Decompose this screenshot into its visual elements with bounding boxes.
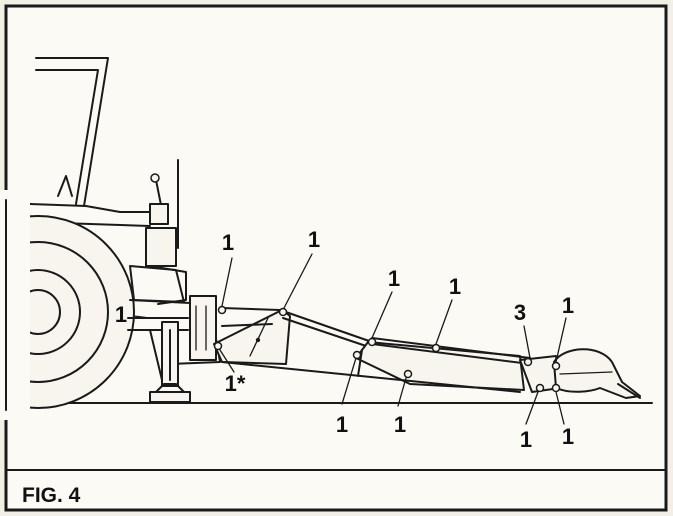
caption-box: FIG. 4 [5,469,667,507]
callout-label: 3 [514,300,526,325]
grease-point [367,337,377,347]
bucket [519,348,641,399]
grease-point [523,357,533,367]
callout-label: 1 [388,266,400,291]
grease-point [535,383,545,393]
callout-label: 1* [225,371,246,396]
grease-point [213,341,223,351]
tractor-cab [29,57,153,227]
boom [213,307,291,365]
figure-caption: FIG. 4 [22,484,81,507]
swing-frame [127,265,221,365]
callout-label: 1 [308,227,320,252]
callout-label: 1 [520,427,532,452]
grease-point [431,343,441,353]
bucket-cylinder [371,337,531,365]
callout-label: 1 [115,302,127,327]
grease-point [217,305,227,315]
leader-lines [133,253,567,425]
grease-point [278,307,288,317]
callout-label: 1 [562,293,574,318]
grease-point [551,361,561,371]
callout-label: 1 [562,424,574,449]
callout-label: 1 [336,412,348,437]
callout-label: 1 [394,412,406,437]
callouts: 1 1 1 1 1 3 1 1* 1 1 1 1 [115,227,574,452]
stabilizer-leg [149,321,191,403]
callout-label: 1 [222,230,234,255]
grease-point [551,383,561,393]
grease-point [403,369,413,379]
tractor-rear-wheel [0,190,135,420]
boom-cylinder [282,310,373,349]
grease-point [352,350,362,360]
callout-label: 1 [449,274,461,299]
